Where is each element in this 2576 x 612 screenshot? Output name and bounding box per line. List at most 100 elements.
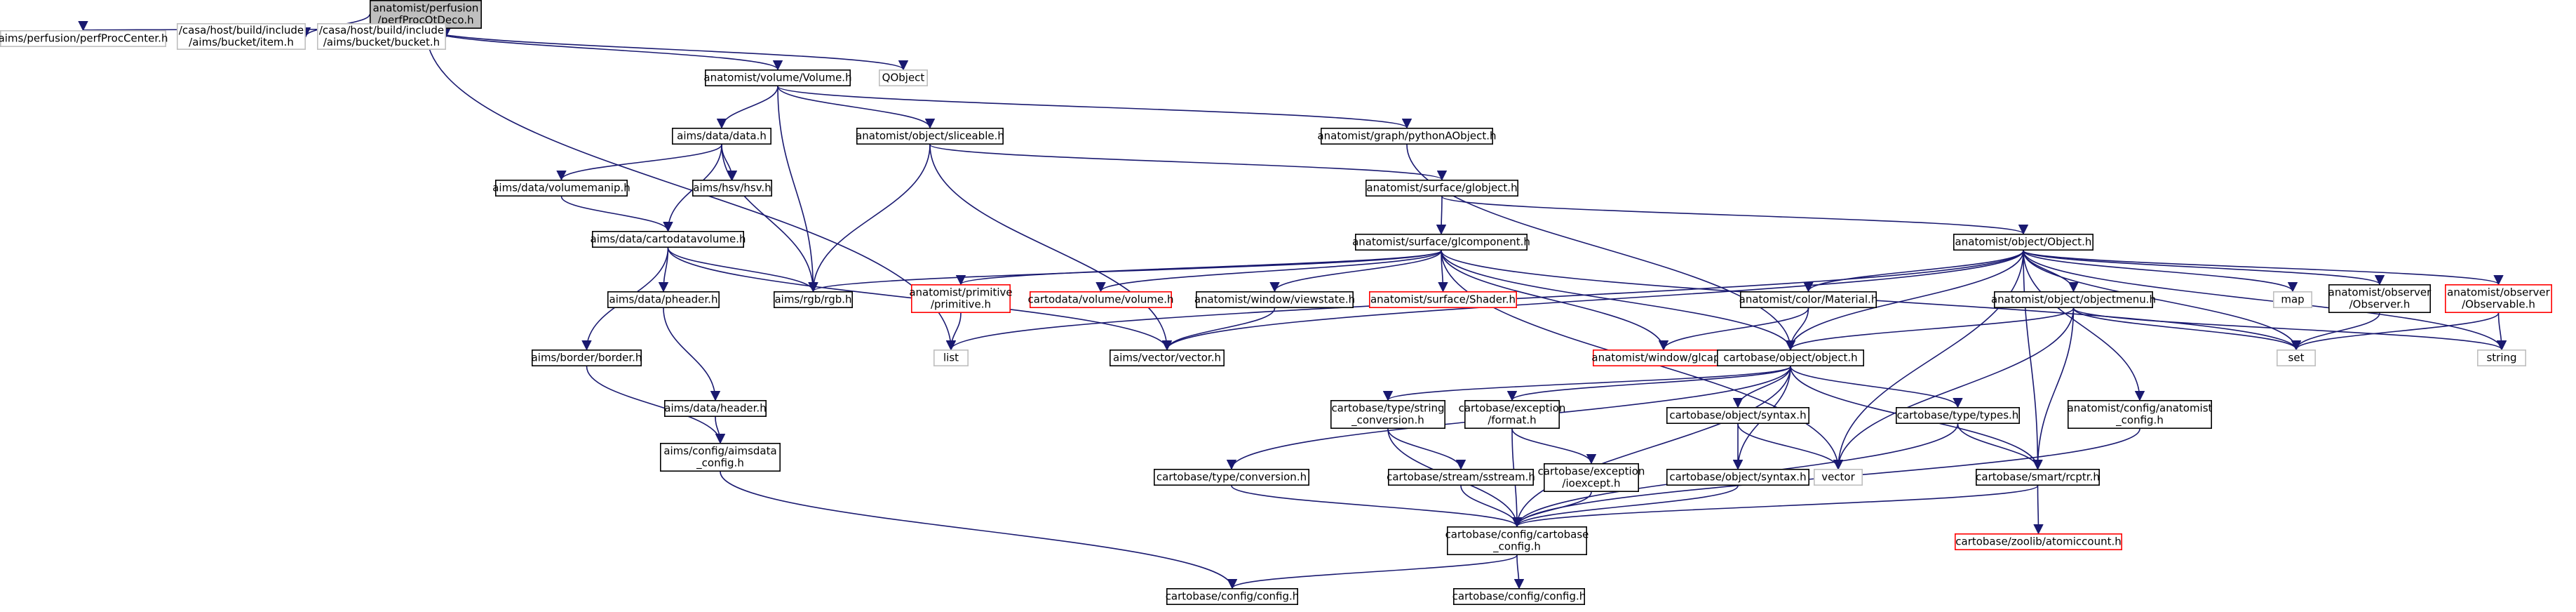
node-pythonAObject[interactable]: anatomist/graph/pythonAObject.h xyxy=(1317,128,1497,145)
edge-objectmenu-to-set xyxy=(2072,307,2302,351)
edge-cobject-to-cbconfig xyxy=(1511,366,1791,528)
node-box xyxy=(2445,284,2553,313)
node-sliceable[interactable]: anatomist/object/sliceable.h xyxy=(856,128,1004,145)
node-label: _config.h xyxy=(1492,540,1541,554)
node-label: vector xyxy=(1821,471,1855,484)
node-box xyxy=(1464,399,1560,429)
node-box xyxy=(1740,291,1877,308)
node-rcptr[interactable]: cartobase/smart/rcptr.h xyxy=(1976,468,2100,486)
node-label: aims/config/aimsdata xyxy=(663,445,776,458)
node-box xyxy=(2328,284,2432,313)
node-label: /Observable.h xyxy=(2462,298,2535,311)
node-glcomponent[interactable]: anatomist/surface/glcomponent.h xyxy=(1352,233,1530,251)
edge-data-to-rgb xyxy=(721,144,818,293)
node-material[interactable]: anatomist/color/Material.h xyxy=(1739,291,1878,308)
node-bucketBucket: /casa/host/build/include/aims/bucket/buc… xyxy=(316,22,446,51)
node-data[interactable]: aims/data/data.h xyxy=(671,128,771,145)
node-cartovolume[interactable]: cartodata/volume/volume.h xyxy=(1028,291,1174,308)
edge-cbconfig-to-configh xyxy=(1227,554,1518,590)
node-box xyxy=(659,442,781,472)
edge-material-to-cobject xyxy=(1785,307,1809,351)
node-label: anatomist/color/Material.h xyxy=(1739,293,1878,306)
node-volume[interactable]: anatomist/volume/Volume.h xyxy=(703,69,852,87)
node-label: anatomist/object/Object.h xyxy=(1955,236,2092,248)
node-box xyxy=(1666,406,1810,424)
edge-glcomponent-to-cobject xyxy=(1441,250,1796,351)
node-border[interactable]: aims/border/border.h xyxy=(532,349,642,366)
edge-material-to-glcaps xyxy=(1658,307,1809,351)
node-box xyxy=(177,22,306,51)
node-label: anatomist/object/objectmenu.h xyxy=(1991,293,2156,306)
node-box xyxy=(1814,468,1863,486)
node-box xyxy=(692,179,772,197)
edge-volumemanip-to-cartodatavolume xyxy=(560,196,673,232)
node-types[interactable]: cartobase/type/types.h xyxy=(1896,406,2021,424)
node-ioexcept[interactable]: cartobase/exception/ioexcept.h xyxy=(1538,463,1645,492)
node-aobject[interactable]: anatomist/object/Object.h xyxy=(1953,233,2094,251)
node-vectorh[interactable]: aims/vector/vector.h xyxy=(1110,349,1225,366)
node-header[interactable]: aims/data/header.h xyxy=(663,399,767,417)
edge-viewstate-to-vectorh xyxy=(1161,307,1276,351)
node-pheader[interactable]: aims/data/pheader.h xyxy=(607,291,720,308)
node-label: cartobase/config/cartobase xyxy=(1445,528,1589,541)
node-viewstate[interactable]: anatomist/window/viewstate.h xyxy=(1194,291,1355,308)
node-observer[interactable]: anatomist/observer/Observer.h xyxy=(2328,284,2432,313)
node-configh2[interactable]: cartobase/config/config.h xyxy=(1452,587,1586,605)
node-label: cartobase/object/syntax.h xyxy=(1669,409,1806,422)
node-shader[interactable]: anatomist/surface/Shader.h xyxy=(1369,291,1518,308)
node-box xyxy=(1717,349,1865,366)
node-label: cartobase/type/string xyxy=(1331,402,1444,415)
node-label: anatomist/surface/glcomponent.h xyxy=(1352,236,1530,248)
edge-glcomponent-to-cartovolume xyxy=(1095,250,1442,293)
node-strconv[interactable]: cartobase/type/string_conversion.h xyxy=(1330,399,1446,429)
edge-aobject-to-set xyxy=(2023,250,2302,351)
node-label: aims/data/header.h xyxy=(664,402,766,415)
node-hsv[interactable]: aims/hsv/hsv.h xyxy=(692,179,772,197)
node-label: cartobase/exception xyxy=(1459,402,1566,415)
node-cartodatavolume[interactable]: aims/data/cartodatavolume.h xyxy=(591,230,746,248)
node-label: set xyxy=(2288,352,2305,364)
node-label: _conversion.h xyxy=(1351,414,1424,427)
edge-volume-to-pythonAObject xyxy=(777,86,1412,129)
edge-aobject-to-anaconfig xyxy=(2023,250,2145,401)
node-syntaxB[interactable]: cartobase/object/syntax.h xyxy=(1666,468,1810,486)
node-primitive[interactable]: anatomist/primitive/primitive.h xyxy=(909,284,1013,313)
edge-aobject-to-map xyxy=(2023,250,2298,293)
node-label: QObject xyxy=(882,72,925,84)
node-label: /ioexcept.h xyxy=(1562,477,1620,490)
node-rgb[interactable]: aims/rgb/rgb.h xyxy=(774,291,854,308)
node-label: _config.h xyxy=(2115,414,2164,427)
edge-sliceable-to-rgb xyxy=(808,144,931,293)
node-box xyxy=(1365,179,1519,197)
node-sstream[interactable]: cartobase/stream/sstream.h xyxy=(1387,468,1535,486)
edge-volume-to-rgb xyxy=(777,86,818,293)
node-syntaxA[interactable]: cartobase/object/syntax.h xyxy=(1666,406,1810,424)
node-box xyxy=(879,69,929,87)
node-box xyxy=(0,29,166,47)
edge-border-to-aimsdata xyxy=(586,366,726,444)
node-cobject[interactable]: cartobase/object/object.h xyxy=(1717,349,1865,366)
node-box xyxy=(856,128,1004,145)
node-box xyxy=(1453,587,1586,605)
node-atomic[interactable]: cartobase/zoolib/atomiccount.h xyxy=(1955,533,2123,550)
node-label: anatomist/volume/Volume.h xyxy=(703,72,851,84)
edge-root-to-qobject xyxy=(425,28,908,71)
node-conversion[interactable]: cartobase/type/conversion.h xyxy=(1154,468,1310,486)
node-glcaps[interactable]: anatomist/window/glcaps.h xyxy=(1591,349,1736,366)
edge-observable-to-string xyxy=(2496,312,2507,351)
node-globject[interactable]: anatomist/surface/globject.h xyxy=(1365,179,1519,197)
node-configh[interactable]: cartobase/config/config.h xyxy=(1166,587,1300,605)
edge-objectmenu-to-string xyxy=(2072,307,2507,351)
node-cbconfig[interactable]: cartobase/config/cartobase_config.h xyxy=(1445,526,1589,555)
node-volumemanip[interactable]: aims/data/volumemanip.h xyxy=(492,179,630,197)
node-aimsdata[interactable]: aims/config/aimsdata_config.h xyxy=(659,442,781,472)
node-objectmenu[interactable]: anatomist/object/objectmenu.h xyxy=(1991,291,2156,308)
node-anaconfig[interactable]: anatomist/config/anatomist_config.h xyxy=(2068,399,2213,429)
node-label: cartobase/config/config.h xyxy=(1452,590,1586,603)
node-format[interactable]: cartobase/exception/format.h xyxy=(1459,399,1566,429)
edge-cartodatavolume-to-rgb xyxy=(667,247,818,293)
node-label: /casa/host/build/include xyxy=(319,24,444,36)
edge-syntaxB-to-cbconfig xyxy=(1511,485,1739,528)
node-observable[interactable]: anatomist/observer/Observable.h xyxy=(2445,284,2553,313)
edge-cobject-to-format xyxy=(1507,366,1791,401)
